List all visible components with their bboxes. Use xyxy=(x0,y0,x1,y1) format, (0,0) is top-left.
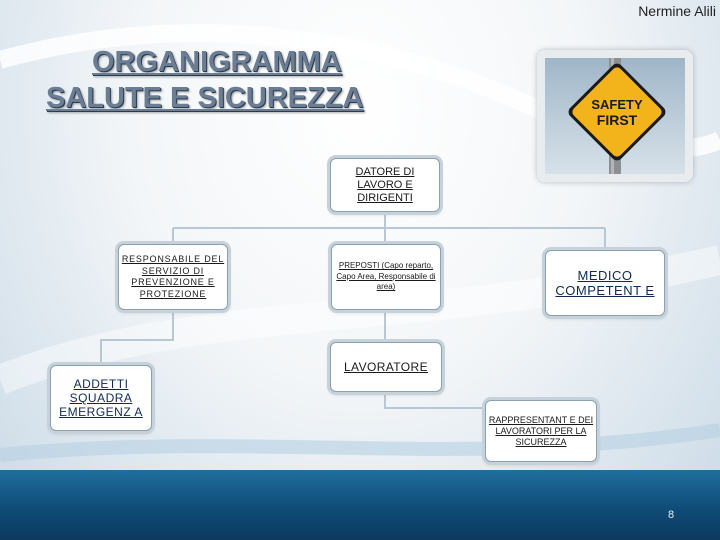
safety-sign-image: SAFETY FIRST xyxy=(545,58,685,174)
footer-band xyxy=(0,470,720,540)
node-lavoratore: LAVORATORE xyxy=(330,342,442,392)
title-line-1: ORGANIGRAMMA xyxy=(92,46,342,78)
node-rspp: RESPONSABILE DEL SERVIZIO DI PREVENZIONE… xyxy=(118,244,228,310)
node-medico-competente: MEDICO COMPETENT E xyxy=(545,250,665,316)
safety-first-photo: SAFETY FIRST xyxy=(537,50,693,182)
author-name: Nermine Alili xyxy=(638,3,716,19)
sign-text-2: FIRST xyxy=(597,112,638,128)
node-addetti-emergenza: ADDETTI SQUADRA EMERGENZ A xyxy=(50,365,152,431)
sign-text-1: SAFETY xyxy=(591,97,643,112)
node-rls: RAPPRESENTANT E DEI LAVORATORI PER LA SI… xyxy=(485,400,597,462)
title-line-2: SALUTE E SICUREZZA xyxy=(46,82,364,114)
page-number: 8 xyxy=(668,509,675,521)
node-preposti: PREPOSTI (Capo reparto, Capo Area, Respo… xyxy=(331,244,441,310)
page-title: ORGANIGRAMMA SALUTE E SICUREZZA xyxy=(46,44,363,116)
node-datore-di-lavoro: DATORE DI LAVORO E DIRIGENTI xyxy=(330,158,440,212)
